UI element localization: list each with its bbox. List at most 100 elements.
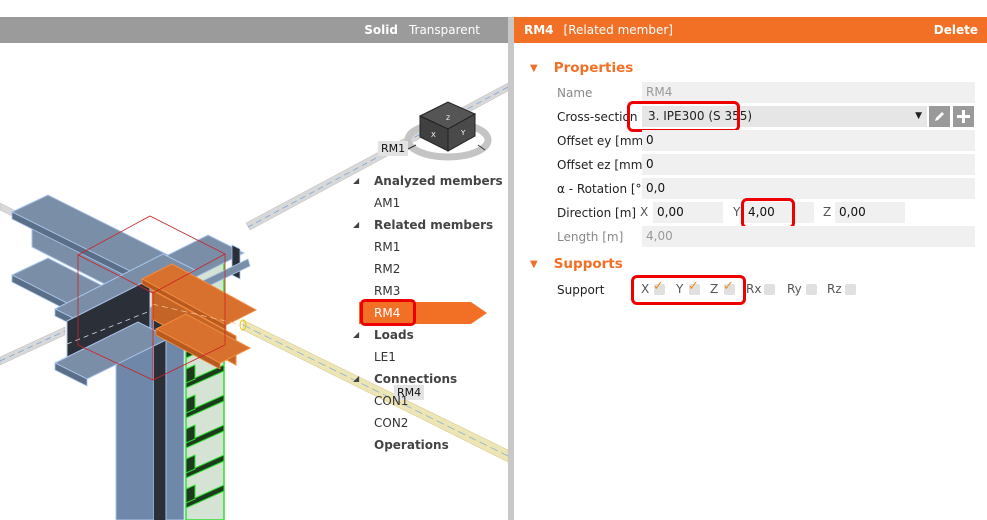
- add-cross-section-button[interactable]: [953, 106, 974, 127]
- rotation-row: α - Rotation [°]: [557, 178, 647, 200]
- view-cube[interactable]: Z X Y: [404, 101, 492, 161]
- dropdown-arrow-icon: ▼: [915, 111, 922, 121]
- support-y-checkbox[interactable]: ✓: [688, 279, 700, 295]
- tree-item-am1[interactable]: AM1: [374, 196, 401, 210]
- expand-caret-icon[interactable]: ◢: [353, 220, 360, 229]
- checkmark-icon: ✓: [688, 279, 699, 294]
- solid-mode-button[interactable]: Solid: [364, 23, 398, 37]
- length-field: 4,00: [642, 226, 975, 247]
- cross-section-value: 3. IPE300 (S 355): [648, 109, 753, 123]
- support-x-label: X: [641, 282, 650, 296]
- support-y-label: Y: [676, 282, 684, 296]
- panel-splitter[interactable]: [508, 17, 514, 520]
- tree-group-related-members[interactable]: ◢ Related members: [345, 214, 505, 236]
- selection-arrow-icon: [471, 302, 487, 324]
- support-label: Support: [557, 283, 605, 297]
- cube-face-left[interactable]: X: [431, 131, 436, 139]
- tree-group-operations[interactable]: Operations: [345, 434, 505, 456]
- tree-item-le1[interactable]: LE1: [374, 350, 396, 364]
- collapse-triangle-icon[interactable]: ▼: [530, 258, 538, 270]
- tree-item-rm4[interactable]: RM4: [345, 299, 505, 326]
- tree-item-rm2[interactable]: RM2: [374, 262, 401, 276]
- beam-rm4-selected[interactable]: [140, 263, 258, 370]
- tree-group-label: Operations: [374, 438, 449, 452]
- 3d-scene[interactable]: Z X Y: [0, 17, 508, 520]
- support-rx-label: Rx: [746, 282, 762, 296]
- cross-section-row: Cross-section: [557, 106, 645, 128]
- direction-y-label: Y: [733, 205, 741, 219]
- top-strip: [0, 0, 987, 17]
- support-x-checkbox[interactable]: ✓: [653, 279, 665, 295]
- checkmark-icon: ✓: [723, 279, 734, 294]
- offset-ey-input[interactable]: 0: [642, 130, 975, 151]
- delete-button[interactable]: Delete: [933, 23, 978, 37]
- rotation-label: α - Rotation [°]: [557, 182, 647, 196]
- connection-bounding-box: [77, 215, 226, 381]
- tree-group-connections[interactable]: ◢ Connections: [345, 368, 505, 390]
- highlight-frame: [360, 299, 416, 326]
- tree-item-rm3[interactable]: RM3: [374, 284, 401, 298]
- 3d-viewport[interactable]: Solid Transparent: [0, 17, 508, 520]
- tree-item-rm1[interactable]: RM1: [374, 240, 401, 254]
- length-row: Length [m]: [557, 226, 645, 248]
- tree-group-label: Analyzed members: [374, 174, 503, 188]
- member-label-rm1[interactable]: RM1: [378, 141, 409, 156]
- offset-ez-label: Offset ez [mm]: [557, 158, 648, 172]
- name-row: Name: [557, 82, 645, 104]
- member-axis-rm4[interactable]: [239, 319, 508, 463]
- edit-cross-section-button[interactable]: [929, 106, 950, 127]
- collapse-triangle-icon[interactable]: ▼: [530, 62, 538, 74]
- member-type: [Related member]: [563, 23, 673, 37]
- offset-ez-input[interactable]: 0: [642, 154, 975, 175]
- cube-face-top[interactable]: Z: [446, 115, 450, 122]
- offset-ey-row: Offset ey [mm]: [557, 130, 648, 152]
- support-z-label: Z: [710, 282, 719, 296]
- expand-caret-icon[interactable]: ◢: [353, 176, 360, 185]
- support-row: Support: [557, 279, 645, 301]
- direction-z-input[interactable]: 0,00: [835, 202, 905, 223]
- support-z-checkbox[interactable]: ✓: [723, 279, 735, 295]
- cross-section-select[interactable]: 3. IPE300 (S 355) ▼: [642, 106, 927, 127]
- plus-icon: [957, 110, 970, 123]
- model-tree: ◢ Analyzed members AM1 ◢ Related members…: [345, 170, 505, 456]
- tree-group-label: Connections: [374, 372, 458, 386]
- direction-x-label: X: [640, 205, 649, 219]
- tree-group-label: Related members: [374, 218, 494, 232]
- expand-caret-icon[interactable]: ◢: [353, 374, 360, 383]
- properties-panel: RM4 [Related member] Delete ▼ Properties…: [514, 17, 987, 520]
- offset-ey-label: Offset ey [mm]: [557, 134, 648, 148]
- member-label-rm4[interactable]: RM4: [394, 385, 425, 400]
- properties-section-header[interactable]: ▼ Properties: [530, 60, 633, 76]
- tree-group-label: Loads: [374, 328, 414, 342]
- support-ry-checkbox[interactable]: [806, 284, 817, 295]
- direction-row: Direction [m]: [557, 202, 645, 224]
- support-rz-label: Rz: [827, 282, 842, 296]
- direction-y-input[interactable]: 4,00: [744, 202, 814, 223]
- offset-ez-row: Offset ez [mm]: [557, 154, 648, 176]
- support-rz-checkbox[interactable]: [845, 284, 856, 295]
- tree-group-loads[interactable]: ◢ Loads: [345, 324, 505, 346]
- direction-label: Direction [m]: [557, 206, 637, 220]
- cube-face-right[interactable]: Y: [460, 129, 466, 137]
- direction-x-input[interactable]: 0,00: [653, 202, 723, 223]
- support-ry-label: Ry: [787, 282, 802, 296]
- name-field[interactable]: RM4: [642, 82, 975, 103]
- tree-item-con1[interactable]: CON1: [374, 394, 409, 408]
- tree-item-label: RM4: [374, 306, 401, 320]
- section-title: Supports: [553, 256, 623, 272]
- pencil-icon: [935, 112, 944, 121]
- panel-header: RM4 [Related member] Delete: [514, 17, 987, 43]
- support-rx-checkbox[interactable]: [764, 284, 775, 295]
- name-label: Name: [557, 86, 593, 100]
- transparent-mode-button[interactable]: Transparent: [408, 23, 480, 37]
- tree-item-con2[interactable]: CON2: [374, 416, 409, 430]
- supports-section-header[interactable]: ▼ Supports: [530, 256, 623, 272]
- member-code: RM4: [524, 23, 554, 37]
- expand-caret-icon[interactable]: ◢: [353, 330, 360, 339]
- tree-group-analyzed-members[interactable]: ◢ Analyzed members: [345, 170, 505, 192]
- cross-section-label: Cross-section: [557, 110, 638, 124]
- length-label: Length [m]: [557, 230, 624, 244]
- section-title: Properties: [553, 60, 634, 76]
- rotation-input[interactable]: 0,0: [642, 178, 975, 199]
